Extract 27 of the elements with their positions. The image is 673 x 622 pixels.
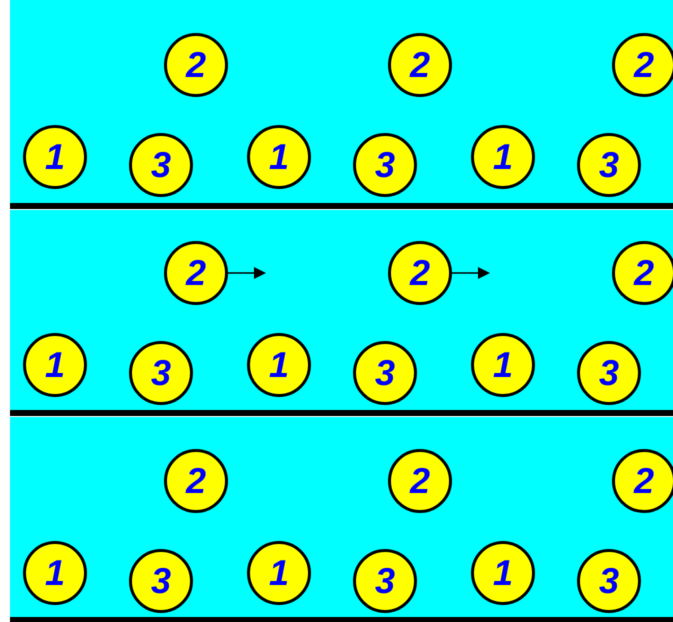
circle-number: 3 bbox=[598, 563, 620, 599]
circle-number: 2 bbox=[634, 47, 654, 83]
circle-number: 1 bbox=[268, 139, 290, 175]
circle-number: 2 bbox=[186, 255, 206, 291]
circle-number: 1 bbox=[44, 347, 66, 383]
circle-number: 2 bbox=[634, 255, 654, 291]
circle-number: 1 bbox=[492, 139, 514, 175]
circle-number: 2 bbox=[410, 463, 430, 499]
circle-number: 3 bbox=[150, 355, 172, 391]
circle-number: 2 bbox=[634, 463, 654, 499]
circle-number: 3 bbox=[150, 563, 172, 599]
circle-number: 1 bbox=[492, 555, 514, 591]
circle-number: 3 bbox=[598, 147, 620, 183]
circle-number: 3 bbox=[598, 355, 620, 391]
circle-number: 2 bbox=[186, 47, 206, 83]
circle-number: 3 bbox=[374, 355, 396, 391]
circle-number: 3 bbox=[150, 147, 172, 183]
circle-number: 1 bbox=[268, 347, 290, 383]
circle-number: 1 bbox=[44, 555, 66, 591]
circle-number: 2 bbox=[410, 255, 430, 291]
circle-number: 2 bbox=[186, 463, 206, 499]
circle-number: 1 bbox=[44, 139, 66, 175]
circle-number: 1 bbox=[268, 555, 290, 591]
circle-number: 3 bbox=[374, 563, 396, 599]
circle-number: 3 bbox=[374, 147, 396, 183]
circle-number: 1 bbox=[492, 347, 514, 383]
circle-number: 2 bbox=[410, 47, 430, 83]
